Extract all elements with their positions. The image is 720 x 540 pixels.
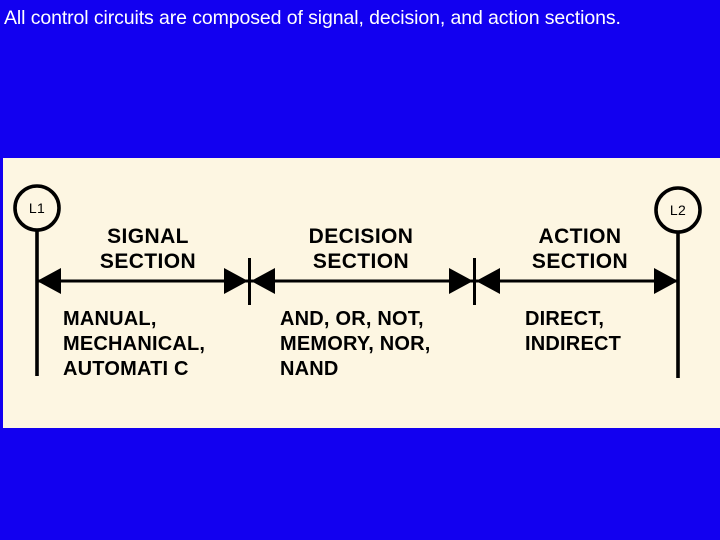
arrowhead-right bbox=[654, 268, 678, 294]
l1-label: L1 bbox=[29, 200, 45, 216]
decision-title-line2: SECTION bbox=[313, 250, 409, 273]
action-detail-line2: INDIRECT bbox=[525, 333, 621, 355]
divider-signal-decision bbox=[224, 258, 275, 305]
signal-title-line1: SIGNAL bbox=[107, 225, 189, 248]
signal-detail-line1: MANUAL, bbox=[63, 308, 157, 330]
action-title-line1: ACTION bbox=[539, 225, 622, 248]
action-title-line2: SECTION bbox=[532, 250, 628, 273]
decision-detail-line1: AND, OR, NOT, bbox=[280, 308, 424, 330]
divider1-arrowhead-right bbox=[251, 268, 275, 294]
signal-detail-line2: MECHANICAL, bbox=[63, 333, 205, 355]
decision-title-line1: DECISION bbox=[309, 225, 414, 248]
diagram-panel: L1 L2 bbox=[3, 158, 720, 428]
bus-l2-group: L2 bbox=[654, 186, 702, 378]
decision-detail-line2: MEMORY, NOR, bbox=[280, 333, 431, 355]
signal-title-line2: SECTION bbox=[100, 250, 196, 273]
section-decision: DECISION SECTION AND, OR, NOT, MEMORY, N… bbox=[280, 225, 431, 380]
bus-l1-group: L1 bbox=[13, 184, 61, 376]
arrowhead-left bbox=[37, 268, 61, 294]
section-action: ACTION SECTION DIRECT, INDIRECT bbox=[525, 225, 628, 355]
slide-heading: All control circuits are composed of sig… bbox=[4, 7, 621, 29]
divider-decision-action bbox=[449, 258, 500, 305]
decision-detail-line3: NAND bbox=[280, 358, 339, 380]
signal-detail-line3: AUTOMATI C bbox=[63, 358, 189, 380]
control-circuit-diagram: L1 L2 bbox=[13, 184, 702, 380]
divider2-arrowhead-right bbox=[476, 268, 500, 294]
l2-label: L2 bbox=[670, 202, 686, 218]
divider2-arrowhead-left bbox=[449, 268, 473, 294]
section-signal: SIGNAL SECTION MANUAL, MECHANICAL, AUTOM… bbox=[63, 225, 205, 380]
divider1-arrowhead-left bbox=[224, 268, 248, 294]
action-detail-line1: DIRECT, bbox=[525, 308, 604, 330]
